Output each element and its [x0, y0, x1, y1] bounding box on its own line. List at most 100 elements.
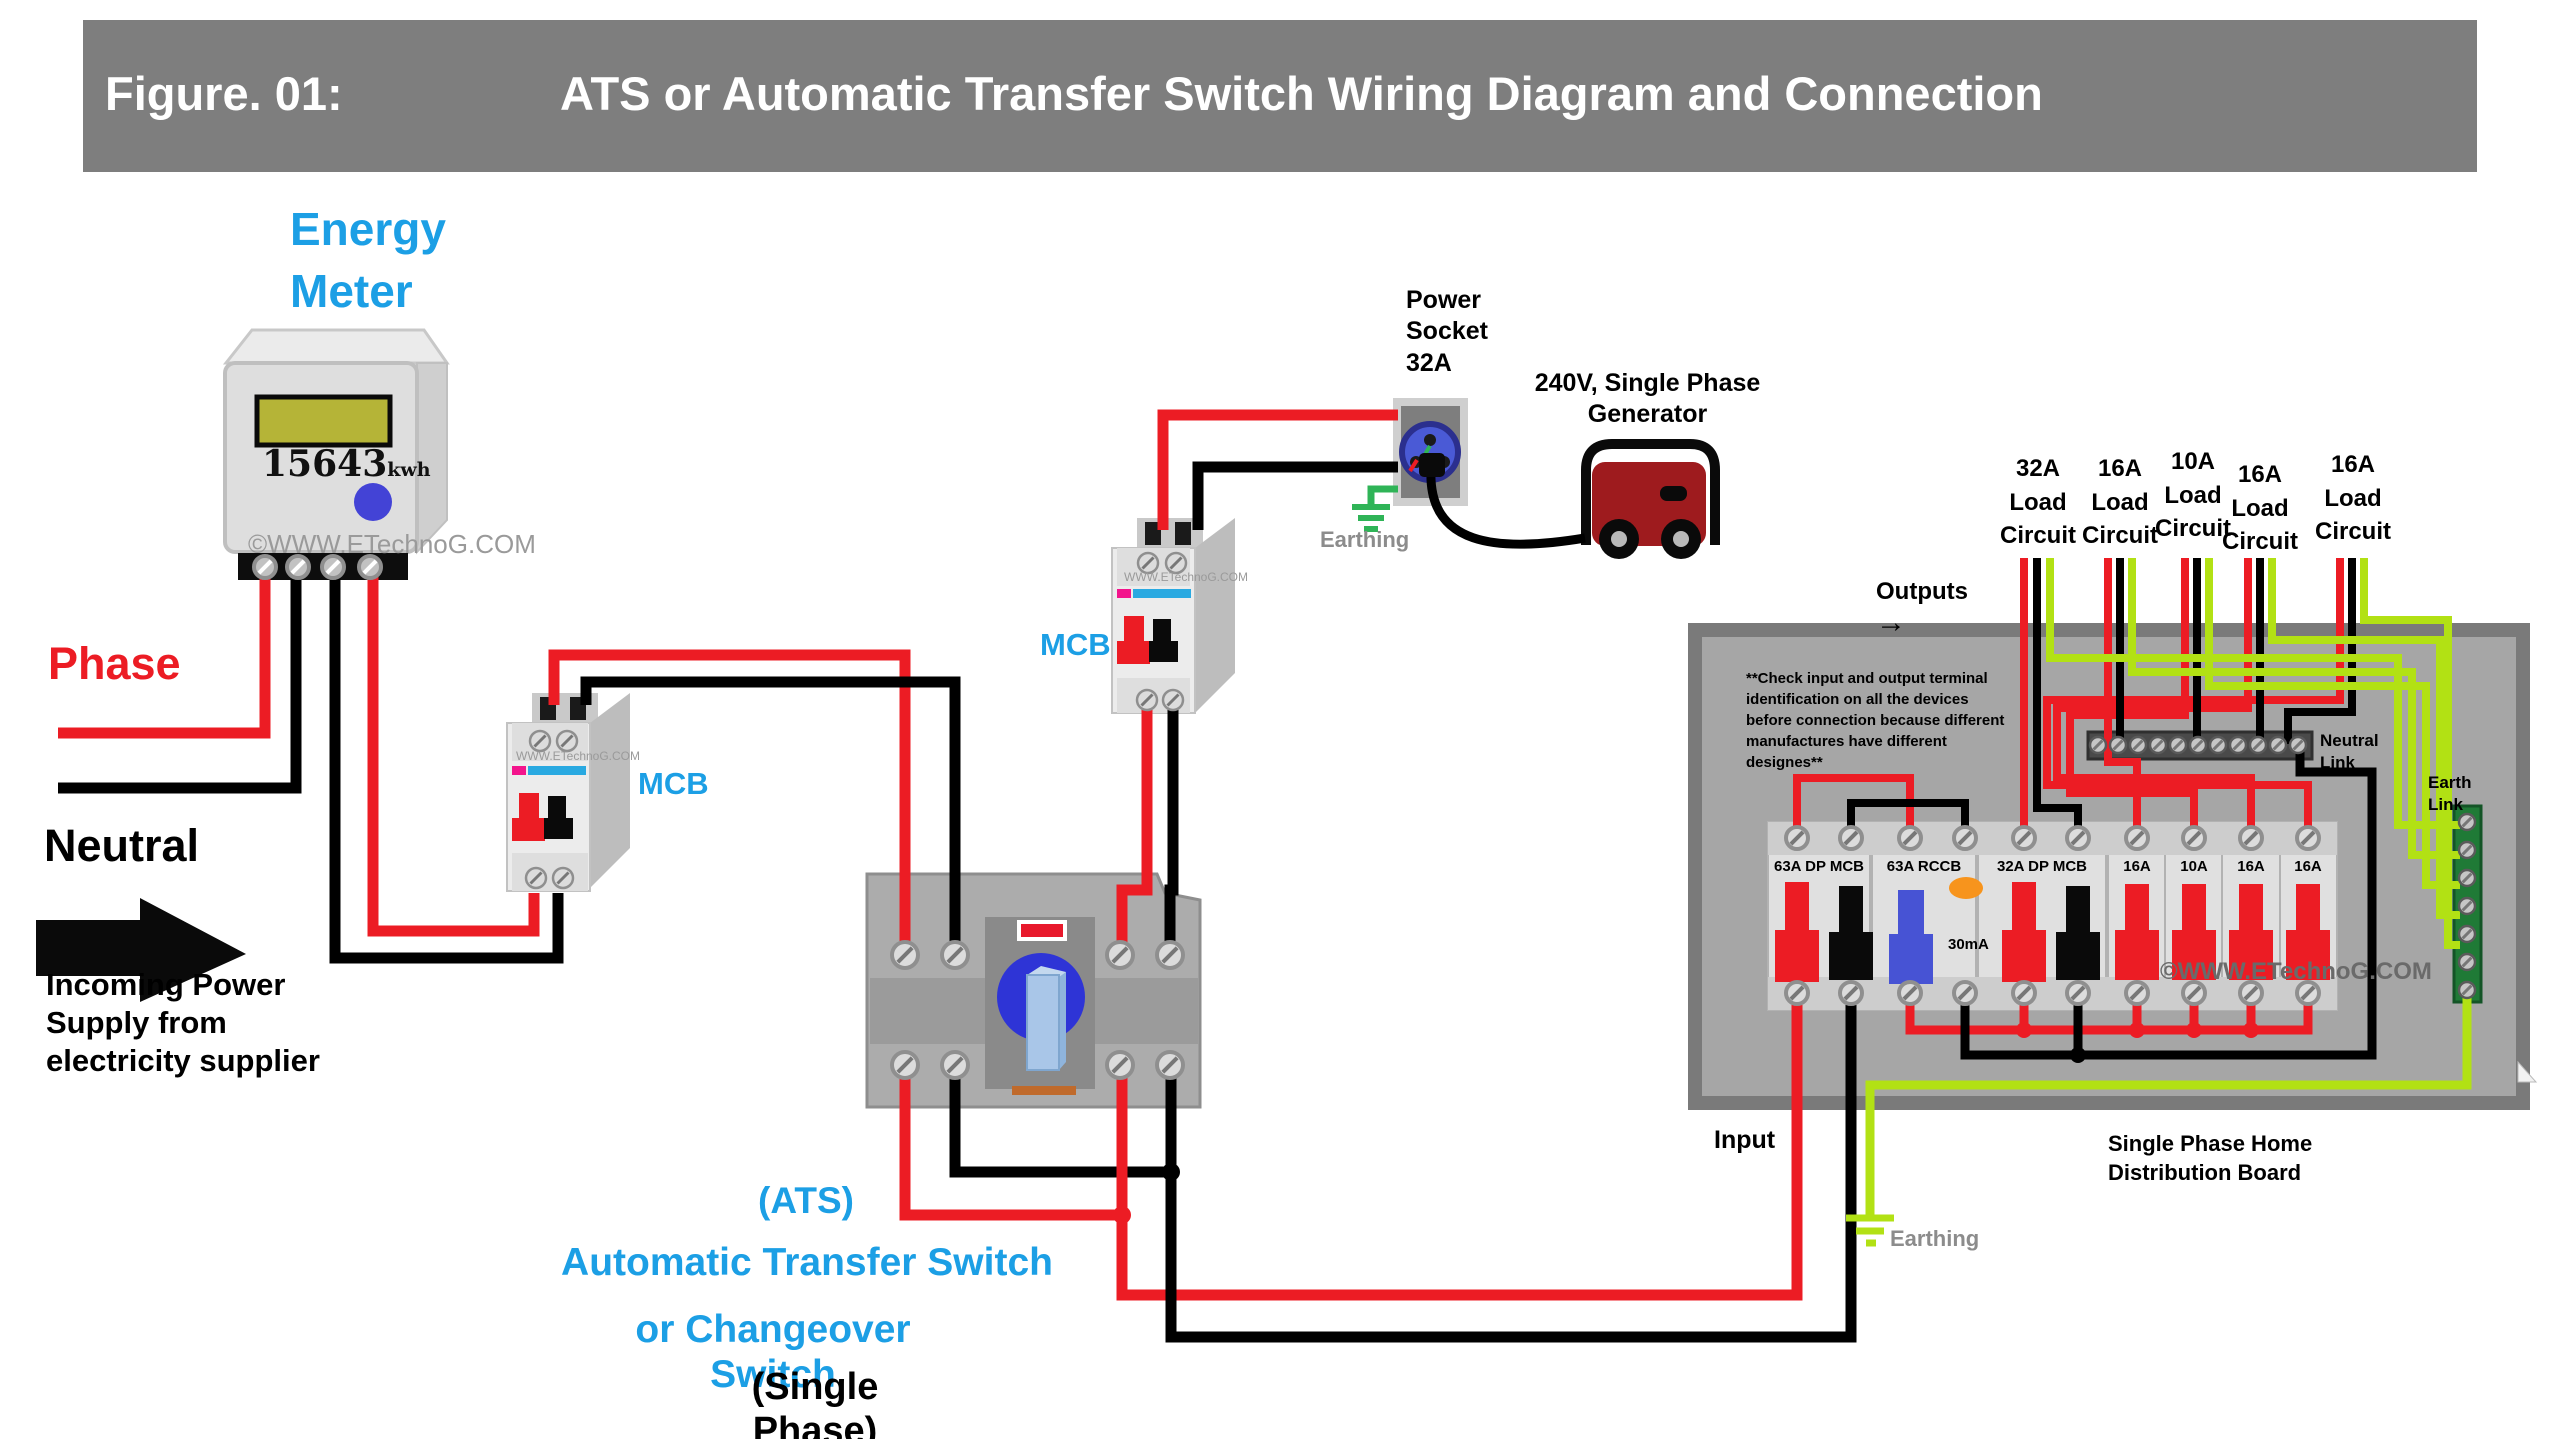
screw-terminal-icon: [1164, 551, 1188, 575]
screw-terminal-icon: [2248, 735, 2268, 755]
screw-terminal-icon: [1952, 825, 1978, 851]
incoming-supply-label: Incoming Power Supply from electricity s…: [46, 967, 320, 1079]
title-bar: Figure. 01: ATS or Automatic Transfer Sw…: [83, 20, 2477, 172]
generator-wheel-left: [1611, 531, 1627, 547]
screw-terminal-icon: [2065, 825, 2091, 851]
wire: [329, 570, 564, 964]
screw-terminal-icon: [528, 729, 552, 753]
mcb1-label: MCB: [638, 766, 709, 801]
screw-terminal-icon: [2108, 735, 2128, 755]
mcb2-red-toggle[interactable]: [1117, 641, 1150, 664]
generator-slot: [1660, 486, 1687, 501]
mcb1-black-toggle[interactable]: [544, 818, 573, 839]
mcb2-blue-stripe: [1133, 589, 1191, 598]
screw-terminal-icon: [2295, 980, 2321, 1006]
wire: [1960, 747, 2377, 1060]
meter-lcd: [254, 394, 393, 448]
screw-terminal-icon: [2208, 735, 2228, 755]
board-note: **Check input and output terminal identi…: [1746, 670, 2005, 771]
screw-terminal-icon: [1784, 825, 1810, 851]
breaker3-red-toggle[interactable]: [2002, 930, 2046, 982]
breaker4-red-toggle[interactable]: [2115, 930, 2159, 980]
breaker1-red-toggle[interactable]: [1775, 930, 1819, 982]
socket-label: Power Socket 32A: [1406, 286, 1488, 377]
screw-terminal-icon: [2238, 825, 2264, 851]
breaker-label-5: 10A: [2180, 858, 2208, 875]
wire: [949, 1065, 1171, 1178]
screw-terminal-icon: [551, 866, 575, 890]
page-title: ATS or Automatic Transfer Switch Wiring …: [560, 67, 2043, 120]
ats-label-4: (Single Phase): [751, 1366, 879, 1439]
screw-terminal-icon: [2128, 735, 2148, 755]
junction-dot: [1113, 1206, 1131, 1224]
screw-terminal-icon: [2181, 825, 2207, 851]
wire: [1865, 990, 2472, 1215]
mcb2-watermark: WWW.ETechnoG.COM: [1124, 570, 1249, 584]
screw-terminal-icon: [1897, 980, 1923, 1006]
mcb2-label: MCB: [1040, 627, 1111, 662]
mcb1-red-toggle[interactable]: [512, 818, 545, 841]
junction-dot: [2129, 1022, 2145, 1038]
junction-dot: [2070, 1047, 2086, 1063]
wire: [2066, 558, 2198, 840]
arrow-right-icon: →: [1876, 605, 1906, 639]
wire: [1426, 469, 1586, 549]
screw-terminal-icon: [1952, 980, 1978, 1006]
screw-terminal-icon: [940, 940, 970, 970]
energy-meter: [222, 328, 450, 580]
screw-terminal-icon: [357, 554, 383, 580]
lcd-reading: 15643kwh: [262, 443, 431, 486]
junction-dot: [2016, 1022, 2032, 1038]
wire: [2043, 558, 2344, 840]
rccb-rating-label: 30mA: [1948, 936, 1989, 953]
screw-terminal-icon: [1155, 1050, 1185, 1080]
breaker3-black-toggle[interactable]: [2056, 932, 2100, 980]
ats-indicator: [1017, 920, 1067, 941]
screw-terminal-icon: [2288, 735, 2308, 755]
wire: [58, 570, 302, 794]
wire: [1116, 1005, 1803, 1301]
screw-terminal-icon: [2457, 980, 2477, 1000]
wire: [58, 570, 271, 739]
neutral-link-label: Neutral Link: [2320, 731, 2379, 773]
junction-dot: [2243, 1022, 2259, 1038]
screw-terminal-icon: [2011, 980, 2037, 1006]
meter-watermark: ©WWW.ETechnoG.COM: [248, 529, 536, 559]
breaker5-red-toggle[interactable]: [2172, 930, 2216, 980]
screw-terminal-icon: [252, 554, 278, 580]
breaker1-black-toggle[interactable]: [1829, 932, 1873, 980]
screw-terminal-icon: [285, 554, 311, 580]
wire: [1164, 700, 1179, 957]
wire: [2360, 558, 2460, 949]
wire: [1165, 1005, 1857, 1343]
generator-handle: [1581, 439, 1720, 545]
ats-orange-bar: [1012, 1086, 1076, 1095]
breaker7-red-toggle[interactable]: [2286, 930, 2330, 980]
incoming-arrow-icon: [36, 898, 246, 1002]
rccb-test-button[interactable]: [1949, 877, 1983, 899]
screw-terminal-icon: [2457, 840, 2477, 860]
junction-dot: [1162, 1163, 1180, 1181]
screw-terminal-icon: [2124, 980, 2150, 1006]
figure-number: Figure. 01:: [105, 67, 343, 120]
screw-terminal-icon: [2228, 735, 2248, 755]
rccb-blue-toggle[interactable]: [1889, 934, 1933, 984]
screw-terminal-icon: [1105, 940, 1135, 970]
wire: [2046, 558, 2460, 829]
wire: [1116, 700, 1153, 957]
mcb2-black-toggle[interactable]: [1149, 641, 1178, 662]
phase-label: Phase: [48, 638, 181, 689]
screw-terminal-icon: [890, 1050, 920, 1080]
wire: [1408, 458, 1419, 473]
screw-terminal-icon: [555, 729, 579, 753]
ats-label-2: Automatic Transfer Switch: [561, 1241, 1053, 1284]
energy-meter-label: Energy Meter: [290, 203, 446, 318]
screw-terminal-icon: [2011, 825, 2037, 851]
screw-terminal-icon: [2181, 980, 2207, 1006]
breaker-label-7: 16A: [2294, 858, 2322, 875]
breaker6-red-toggle[interactable]: [2229, 930, 2273, 980]
ats-handle[interactable]: [1026, 974, 1060, 1071]
